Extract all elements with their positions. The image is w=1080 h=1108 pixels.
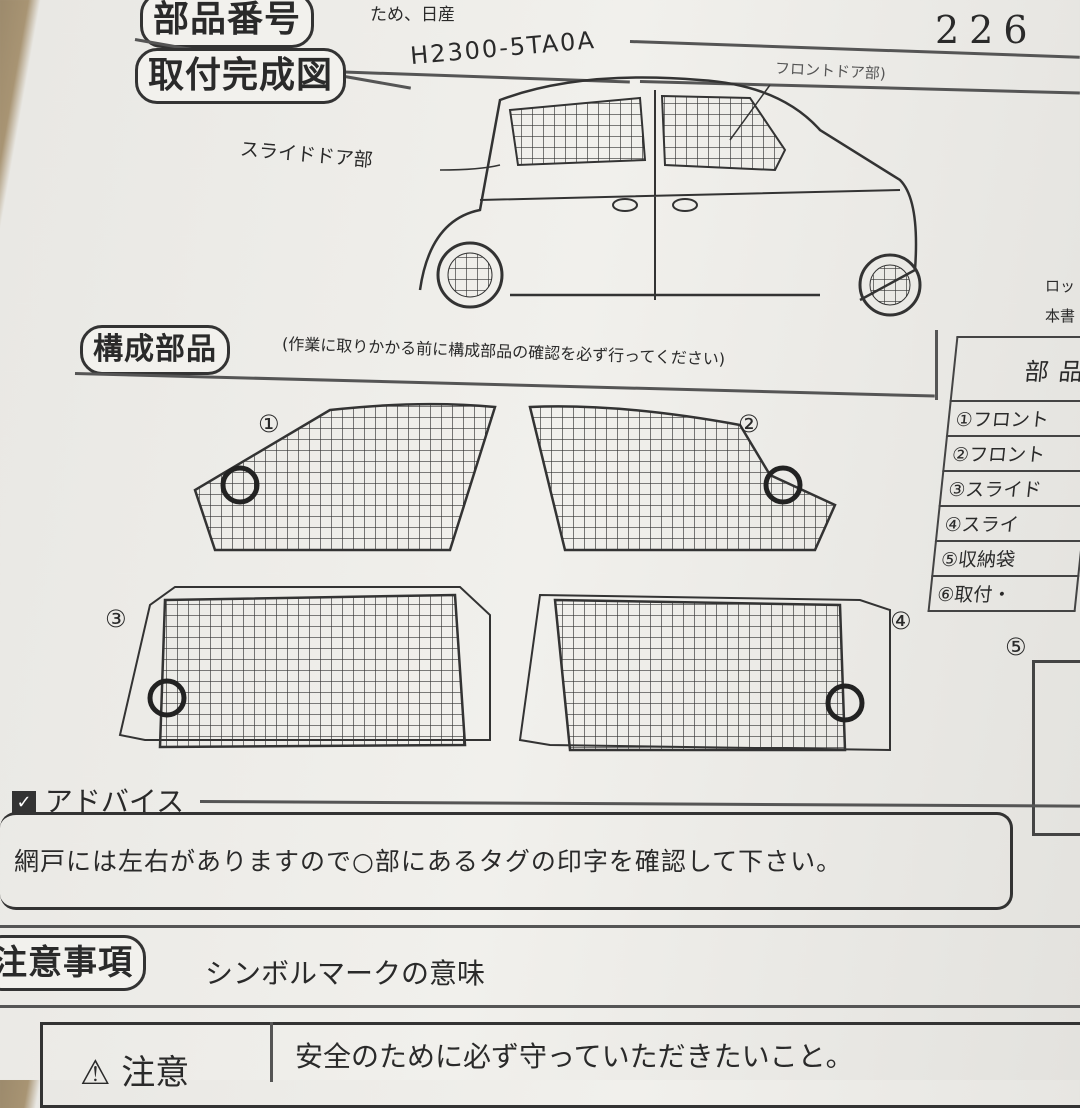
advice-text: 網戸には左右がありますので○部にあるタグの印字を確認して下さい。 [14,847,843,876]
advice-box [0,812,1013,910]
divider [74,372,935,398]
parts-row: ⑥取付・ [928,576,1079,611]
parts-table: 部品 ①フロント ②フロント ③スライド ④スライ ⑤収納袋 ⑥取付・ [927,336,1080,612]
parts-table-header: 部品 [950,337,1080,401]
divider [199,800,1080,808]
check-icon: ✓ [12,791,36,815]
panel-number: ⑤ [1005,633,1027,661]
caution-subtitle: シンボルマークの意味 [205,957,486,990]
caution-symbol-label: ⚠ 注意 [80,1053,190,1093]
parts-row: ③スライド [939,471,1080,506]
components-title: 構成部品 [80,325,230,375]
parts-row: ⑤収納袋 [932,541,1080,576]
front-door-mesh [660,94,787,172]
panel-4 [553,598,847,752]
code-fragment: 226 [935,8,1038,52]
divider [935,330,938,400]
panel-number: ③ [105,605,127,633]
tag-circle [825,683,865,723]
divider [0,925,1080,928]
panel-3 [158,593,467,749]
components-note: (作業に取りかかる前に構成部品の確認を必ず行ってください) [281,334,726,369]
part-number-label: 部品番号 [140,0,315,48]
panel-number: ① [258,410,280,438]
wheel [858,253,922,317]
divider [270,1022,273,1082]
divider [0,1005,1080,1008]
caution-title: 注意事項 [0,935,146,991]
slide-door-mesh [508,96,647,167]
panel-2 [528,405,837,552]
parts-row: ②フロント [943,436,1080,471]
panel-number: ④ [890,607,912,635]
side-fragment: 本書 [1045,307,1076,325]
storage-bag [1032,660,1080,836]
parts-row: ①フロント [946,401,1080,436]
note-fragment: ため、日産 [370,5,455,25]
side-fragment: ロッ [1045,277,1076,295]
mesh-panels [118,402,891,752]
wheel [436,241,504,309]
part-number: H2300-5TA0A [409,25,597,71]
tag-circle [220,465,260,505]
completion-label: 取付完成図 [135,48,347,104]
tag-circle [763,465,803,505]
car-illustration [418,76,922,317]
slide-door-label: スライドドア部 [239,138,374,172]
caution-description: 安全のために必ず守っていただきたいこと。 [295,1040,854,1073]
tag-circle [147,678,187,718]
panel-1 [193,402,497,552]
parts-row: ④スライ [935,506,1080,541]
panel-number: ② [738,410,760,438]
